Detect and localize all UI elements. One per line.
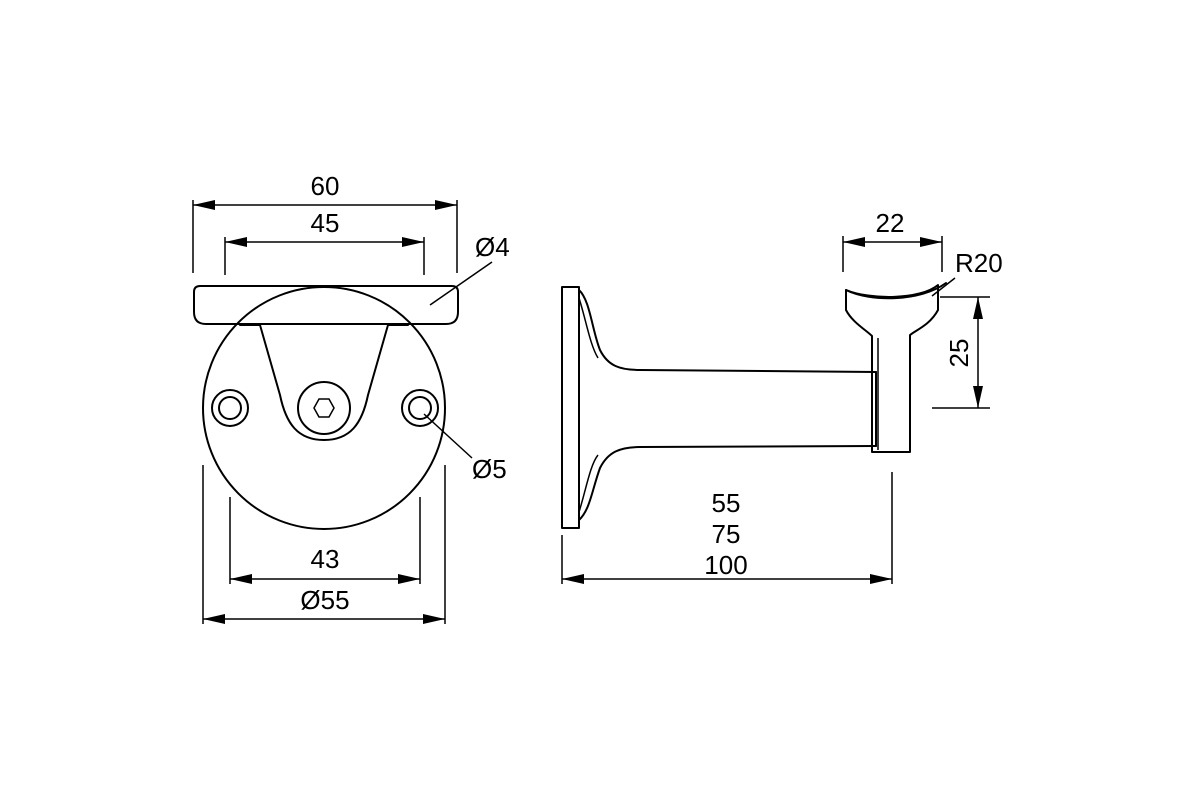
mount-hole-left-outer [211, 389, 249, 427]
mount-hole-right-inner [408, 396, 432, 420]
leader-screw-hole [429, 261, 493, 306]
front-dimensions: 60 45 Ø4 Ø5 43 Ø55 [192, 171, 510, 624]
leader-mount-hole [423, 413, 473, 459]
arm-outline [578, 289, 877, 521]
dim-label-saddle-radius: R20 [955, 248, 1003, 278]
mount-hole-left-inner [218, 396, 242, 420]
dim-label-plate-diameter: Ø55 [300, 585, 349, 615]
arm-fillet-upper [578, 297, 599, 359]
dim-label-hole-spacing: 43 [311, 544, 340, 574]
post-outline [845, 284, 939, 453]
dim-label-mount-hole: Ø5 [472, 454, 507, 484]
dim-label-screw-hole: Ø4 [475, 232, 510, 262]
dim-label-overall-width: 60 [311, 171, 340, 201]
arm-fillet-lower [578, 454, 599, 513]
dim-label-projection-55: 55 [712, 488, 741, 518]
saddle-curve [845, 282, 947, 300]
hex-socket [313, 398, 335, 418]
dim-label-side-saddle-width: 22 [876, 208, 905, 238]
dim-label-saddle-width: 45 [311, 208, 340, 238]
centre-screw-head [297, 381, 351, 435]
mount-hole-right-outer [401, 389, 439, 427]
dim-label-projection-75: 75 [712, 519, 741, 549]
stem-outline [239, 324, 409, 441]
side-view [561, 282, 947, 529]
dim-label-projection-100: 100 [704, 550, 747, 580]
side-dimensions: 22 R20 25 55 75 100 [561, 208, 1003, 584]
front-view [193, 285, 459, 530]
leader-saddle-radius [931, 277, 956, 297]
saddle-bar [193, 285, 459, 325]
side-wall-plate [561, 286, 580, 529]
dim-label-height: 25 [944, 339, 974, 368]
